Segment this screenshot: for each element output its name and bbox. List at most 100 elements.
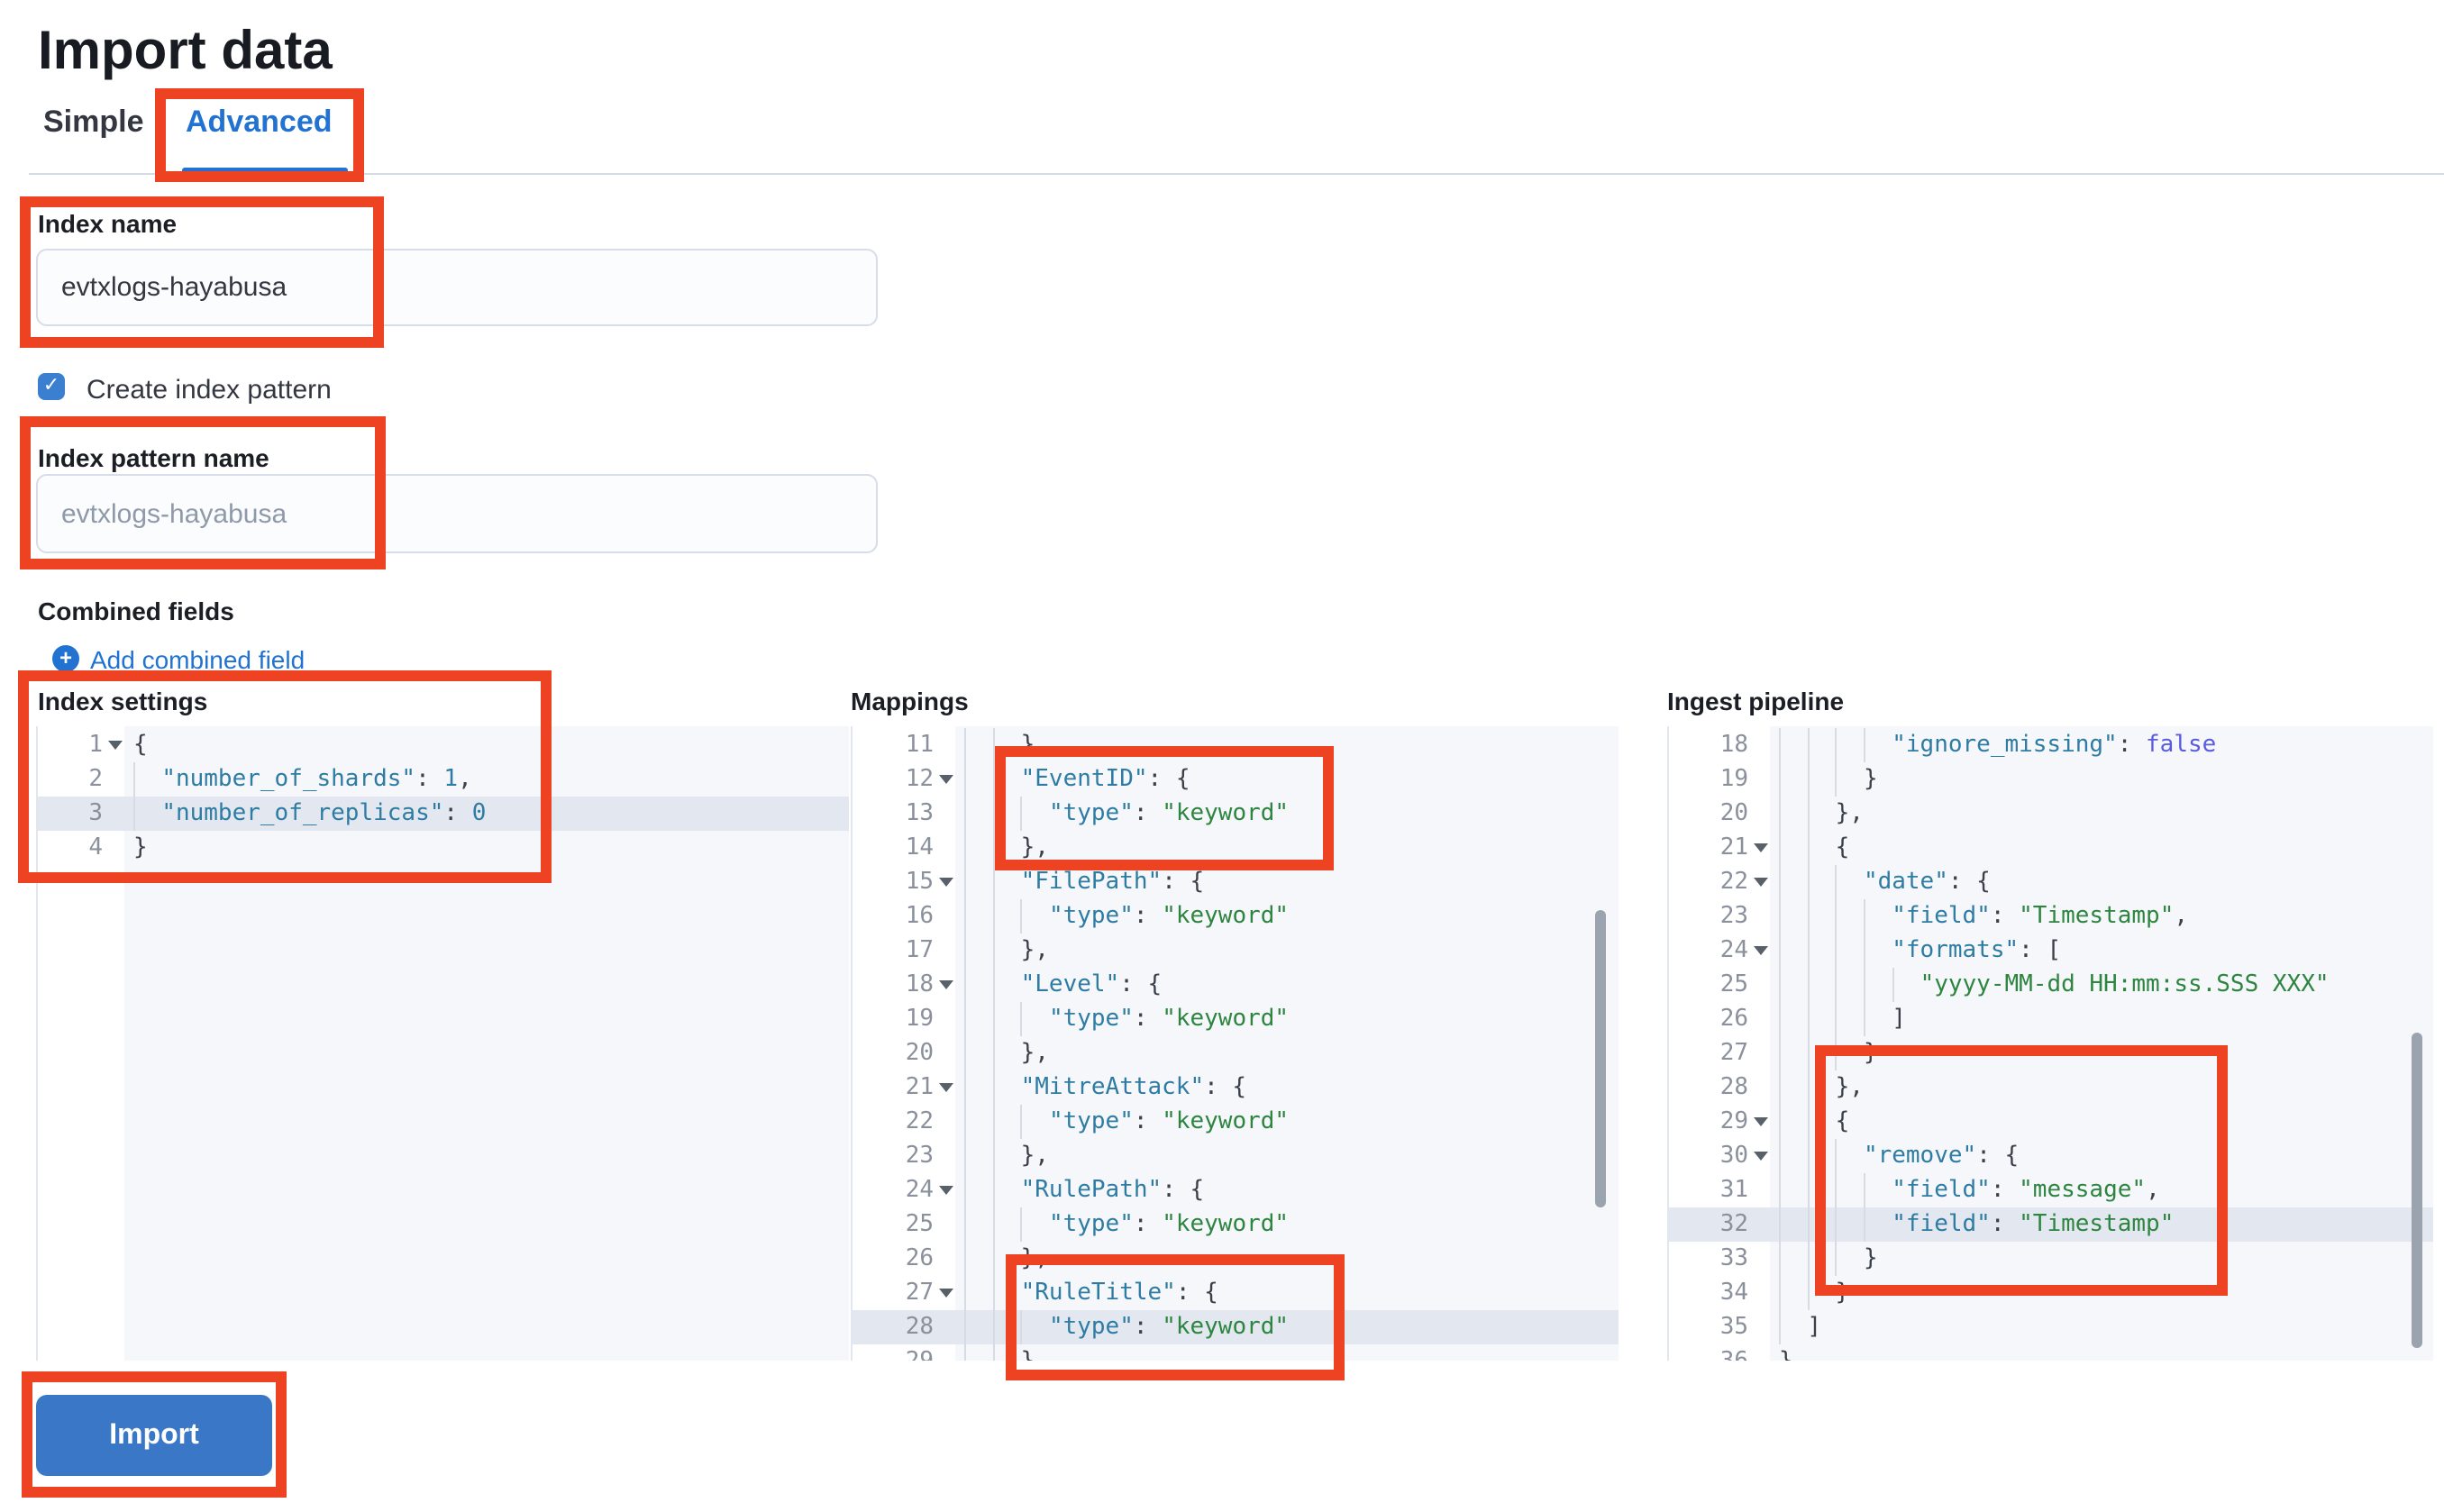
code-line[interactable]: 23 },	[853, 1139, 1619, 1173]
code-line[interactable]: 4}	[38, 831, 849, 865]
fold-arrow-icon[interactable]	[939, 1289, 953, 1298]
indent-guide	[1779, 1173, 1781, 1207]
mappings-scrollbar[interactable]	[1595, 910, 1606, 1207]
code-line[interactable]: 11 },	[853, 728, 1619, 762]
indent-guide	[964, 1139, 966, 1173]
tab-advanced[interactable]: Advanced	[186, 105, 333, 139]
line-number: 15	[905, 869, 934, 896]
line-number: 21	[905, 1074, 934, 1101]
line-number: 28	[1719, 1074, 1748, 1101]
fold-arrow-icon[interactable]	[1754, 843, 1768, 852]
index-pattern-name-input[interactable]	[36, 474, 878, 553]
indent-guide	[1020, 1105, 1023, 1139]
indent-guide	[964, 1276, 966, 1310]
indent-guide	[964, 762, 966, 797]
code-line[interactable]: 28 },	[1669, 1070, 2433, 1105]
code-text: "type": "keyword"	[1048, 903, 1290, 930]
indent-guide	[1835, 899, 1838, 934]
indent-guide	[1835, 1173, 1838, 1207]
code-text: "remove": {	[1863, 1143, 2020, 1170]
code-line[interactable]: 12 "EventID": {	[853, 762, 1619, 797]
code-line[interactable]: 22 "type": "keyword"	[853, 1105, 1619, 1139]
code-line[interactable]: 20 },	[1669, 797, 2433, 831]
indent-guide	[964, 1310, 966, 1344]
fold-arrow-icon[interactable]	[939, 1083, 953, 1092]
code-line[interactable]: 14 },	[853, 831, 1619, 865]
code-line[interactable]: 19 }	[1669, 762, 2433, 797]
indent-guide	[1779, 1242, 1781, 1276]
code-line[interactable]: 29 {	[1669, 1105, 2433, 1139]
indent-guide	[964, 1070, 966, 1105]
fold-arrow-icon[interactable]	[1754, 1152, 1768, 1161]
fold-arrow-icon[interactable]	[108, 741, 123, 750]
code-line[interactable]: 23 "field": "Timestamp",	[1669, 899, 2433, 934]
code-line[interactable]: 24 "RulePath": {	[853, 1173, 1619, 1207]
line-number: 29	[1719, 1108, 1748, 1135]
fold-arrow-icon[interactable]	[939, 775, 953, 784]
line-number: 31	[1719, 1177, 1748, 1204]
code-line[interactable]: 34 }	[1669, 1276, 2433, 1310]
code-line[interactable]: 18 "ignore_missing": false	[1669, 728, 2433, 762]
code-line[interactable]: 21 "MitreAttack": {	[853, 1070, 1619, 1105]
indent-guide	[1779, 1070, 1781, 1105]
code-line[interactable]: 32 "field": "Timestamp"	[1669, 1207, 2433, 1242]
create-index-pattern-checkbox[interactable]: ✓	[38, 373, 65, 400]
mappings-editor[interactable]: 11 },12 "EventID": {13 "type": "keyword"…	[851, 726, 1619, 1361]
line-number: 4	[88, 834, 103, 861]
code-line[interactable]: 25 "yyyy-MM-dd HH:mm:ss.SSS XXX"	[1669, 968, 2433, 1002]
code-line[interactable]: 20 },	[853, 1036, 1619, 1070]
code-line[interactable]: 19 "type": "keyword"	[853, 1002, 1619, 1036]
fold-arrow-icon[interactable]	[939, 1186, 953, 1195]
index-settings-editor[interactable]: 1{2 "number_of_shards": 1,3 "number_of_r…	[36, 726, 849, 1361]
indent-guide	[1807, 831, 1810, 865]
line-number: 23	[1719, 903, 1748, 930]
code-line[interactable]: 15 "FilePath": {	[853, 865, 1619, 899]
indent-guide	[992, 1036, 995, 1070]
code-text: }	[133, 834, 148, 861]
code-line[interactable]: 29 },	[853, 1344, 1619, 1361]
fold-arrow-icon[interactable]	[1754, 946, 1768, 955]
indent-guide	[1807, 899, 1810, 934]
code-line[interactable]: 1{	[38, 728, 849, 762]
code-line[interactable]: 13 "type": "keyword"	[853, 797, 1619, 831]
code-line[interactable]: 22 "date": {	[1669, 865, 2433, 899]
code-line[interactable]: 36}	[1669, 1344, 2433, 1361]
code-line[interactable]: 26 ]	[1669, 1002, 2433, 1036]
tab-simple[interactable]: Simple	[43, 105, 144, 139]
fold-arrow-icon[interactable]	[939, 878, 953, 887]
code-line[interactable]: 35 ]	[1669, 1310, 2433, 1344]
code-line[interactable]: 16 "type": "keyword"	[853, 899, 1619, 934]
indent-guide	[964, 1344, 966, 1361]
code-line[interactable]: 30 "remove": {	[1669, 1139, 2433, 1173]
code-line[interactable]: 26 },	[853, 1242, 1619, 1276]
plus-icon[interactable]: +	[52, 645, 79, 672]
fold-arrow-icon[interactable]	[1754, 878, 1768, 887]
code-line[interactable]: 21 {	[1669, 831, 2433, 865]
indent-guide	[1779, 797, 1781, 831]
code-text: "type": "keyword"	[1048, 1006, 1290, 1033]
indent-guide	[1807, 1105, 1810, 1139]
indent-guide	[992, 1070, 995, 1105]
code-line[interactable]: 18 "Level": {	[853, 968, 1619, 1002]
indent-guide	[964, 1173, 966, 1207]
code-line[interactable]: 24 "formats": [	[1669, 934, 2433, 968]
line-number: 17	[905, 937, 934, 964]
fold-arrow-icon[interactable]	[1754, 1117, 1768, 1126]
code-line[interactable]: 28 "type": "keyword"	[853, 1310, 1619, 1344]
add-combined-field-link[interactable]: Add combined field	[90, 645, 306, 674]
fold-arrow-icon[interactable]	[939, 980, 953, 989]
import-button[interactable]: Import	[36, 1395, 272, 1476]
code-line[interactable]: 17 },	[853, 934, 1619, 968]
indent-guide	[964, 831, 966, 865]
code-line[interactable]: 31 "field": "message",	[1669, 1173, 2433, 1207]
code-line[interactable]: 27 "RuleTitle": {	[853, 1276, 1619, 1310]
index-name-input[interactable]	[36, 249, 878, 326]
code-line[interactable]: 25 "type": "keyword"	[853, 1207, 1619, 1242]
index-name-label: Index name	[38, 209, 178, 238]
code-line[interactable]: 27 }	[1669, 1036, 2433, 1070]
code-line[interactable]: 33 }	[1669, 1242, 2433, 1276]
ingest-pipeline-scrollbar[interactable]	[2412, 1033, 2422, 1348]
code-line[interactable]: 2 "number_of_shards": 1,	[38, 762, 849, 797]
code-line[interactable]: 3 "number_of_replicas": 0	[38, 797, 849, 831]
